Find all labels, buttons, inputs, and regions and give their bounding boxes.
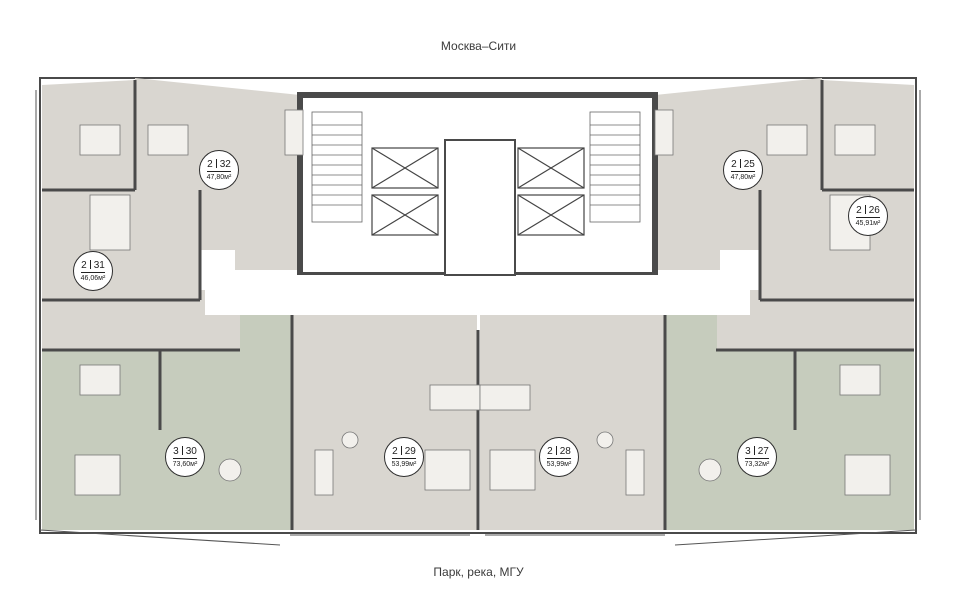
apartment-30-area	[42, 350, 292, 530]
elevator-shafts	[371, 147, 585, 236]
apartment-30-size: 73,60м²	[172, 457, 198, 469]
apartment-29-size: 53,99м²	[391, 457, 417, 469]
apartment-28-size: 53,99м²	[546, 457, 572, 469]
window-marks	[35, 90, 921, 546]
apartment-27-corridor	[665, 315, 717, 355]
orientation-label-bottom: Парк, река, МГУ	[433, 565, 524, 579]
apartment-27-size: 73,32м²	[744, 457, 770, 469]
stairwell-west	[311, 111, 363, 223]
orientation-label-top: Москва–Сити	[440, 39, 517, 53]
apartment-29-area	[292, 315, 477, 530]
building-core	[205, 92, 750, 315]
apartment-28-area	[480, 315, 665, 530]
apartment-32-size: 47,80м²	[206, 170, 232, 182]
apartment-26-size: 45,91м²	[855, 216, 881, 228]
interior-walls	[42, 80, 914, 530]
stairwell-east	[589, 111, 641, 223]
apartment-31-size: 46,06м²	[80, 271, 106, 283]
apartment-25-size: 47,80м²	[730, 170, 756, 182]
apartment-30-corridor	[240, 315, 292, 355]
